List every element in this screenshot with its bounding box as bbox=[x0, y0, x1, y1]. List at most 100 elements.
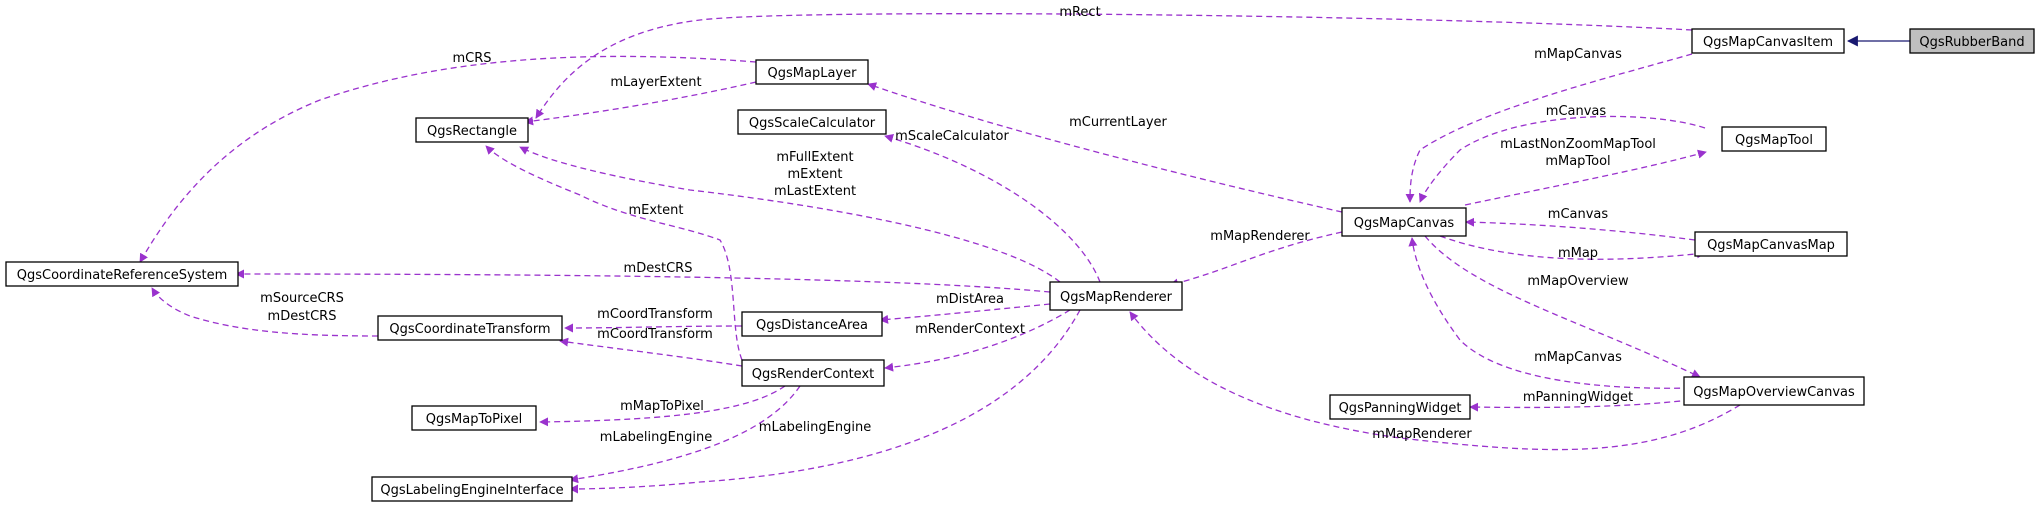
edge-label-extent-2: mExtent bbox=[787, 167, 842, 182]
edge-mmapcanvas-item bbox=[1405, 53, 1693, 203]
edge-mmapcanvas-ov bbox=[1408, 237, 1691, 389]
node-box bbox=[1329, 394, 1471, 420]
node-box bbox=[1694, 231, 1848, 257]
edge-label-mmapcanvas-ov: mMapCanvas bbox=[1534, 350, 1622, 365]
edge-label-mcoordtransform-rc: mCoordTransform bbox=[597, 327, 713, 342]
node-box bbox=[1909, 28, 2035, 54]
edge-mlayerextent bbox=[524, 81, 757, 126]
node-qgsmapcanvasmap[interactable]: QgsMapCanvasMap bbox=[1694, 231, 1848, 257]
node-box bbox=[741, 311, 883, 337]
node-qgsmaptopixel[interactable]: QgsMapToPixel bbox=[411, 405, 537, 431]
edge-label-mlabelingengine-rc: mLabelingEngine bbox=[600, 430, 712, 445]
edge-label-mrendercontext: mRenderContext bbox=[915, 322, 1025, 337]
edge-mdistarea bbox=[879, 303, 1051, 324]
node-qgsdistancearea[interactable]: QgsDistanceArea bbox=[741, 311, 883, 337]
edge-label-mdestcrs: mDestCRS bbox=[624, 261, 693, 276]
node-box bbox=[415, 117, 529, 143]
edge-mcanvas-tool bbox=[1418, 115, 1706, 203]
edge-mmaptopixel bbox=[539, 385, 786, 427]
node-box bbox=[755, 59, 869, 85]
node-label: QgsCoordinateTransform bbox=[389, 322, 550, 337]
node-qgsmaplayer[interactable]: QgsMapLayer bbox=[755, 59, 869, 85]
node-box bbox=[411, 405, 537, 431]
node-label: QgsMapCanvasMap bbox=[1707, 238, 1835, 253]
edge-label-mcrs: mCRS bbox=[452, 51, 491, 66]
node-label: QgsMapCanvas bbox=[1354, 216, 1455, 231]
edge-label-extent-3: mLastExtent bbox=[774, 184, 856, 199]
node-qgsmapoverviewcanvas[interactable]: QgsMapOverviewCanvas bbox=[1683, 376, 1865, 406]
edge-mcoordtransform-da bbox=[564, 323, 743, 333]
node-label: QgsCoordinateReferenceSystem bbox=[17, 268, 227, 283]
node-label: QgsMapRenderer bbox=[1060, 290, 1173, 305]
node-qgsrectangle[interactable]: QgsRectangle bbox=[415, 117, 529, 143]
edge-mextent-rc bbox=[485, 145, 743, 361]
edge-label-mrect: mRect bbox=[1059, 5, 1100, 20]
node-qgsrendercontext[interactable]: QgsRenderContext bbox=[741, 359, 885, 387]
node-box bbox=[1683, 376, 1865, 406]
edge-label-mcanvas-map: mCanvas bbox=[1548, 207, 1609, 222]
edge-label-mmaprenderer-canvas: mMapRenderer bbox=[1210, 229, 1310, 244]
edge-mcrs bbox=[139, 55, 757, 263]
node-qgsmapcanvas[interactable]: QgsMapCanvas bbox=[1341, 207, 1467, 237]
edges bbox=[139, 13, 1910, 494]
node-qgsmaprenderer[interactable]: QgsMapRenderer bbox=[1049, 281, 1183, 311]
edge-label-mmap: mMap bbox=[1558, 246, 1598, 261]
node-label: QgsScaleCalculator bbox=[749, 116, 876, 131]
edge-extents bbox=[519, 146, 1061, 283]
node-box bbox=[737, 109, 887, 135]
edge-label-mlayerextent: mLayerExtent bbox=[610, 75, 701, 90]
node-box bbox=[1049, 281, 1183, 311]
node-qgsscalecalculator[interactable]: QgsScaleCalculator bbox=[737, 109, 887, 135]
node-qgsrubberband[interactable]: QgsRubberBand bbox=[1909, 28, 2035, 54]
node-label: QgsMapLayer bbox=[768, 66, 858, 81]
edge-label-mdistarea: mDistArea bbox=[936, 292, 1004, 307]
edge-mscalecalc bbox=[884, 133, 1101, 283]
edge-label-mlabelingengine-r: mLabelingEngine bbox=[759, 420, 871, 435]
edge-mpanningwidget bbox=[1469, 399, 1691, 412]
edge-msourcedest bbox=[151, 287, 379, 337]
node-box bbox=[1691, 28, 1845, 54]
edge-label-mmaptool: mMapTool bbox=[1545, 154, 1610, 169]
node-qgspanningwidget[interactable]: QgsPanningWidget bbox=[1329, 394, 1471, 420]
edge-mmaptool bbox=[1464, 149, 1707, 206]
node-qgsmaptool[interactable]: QgsMapTool bbox=[1721, 126, 1827, 152]
node-label: QgsPanningWidget bbox=[1339, 401, 1462, 416]
node-box bbox=[741, 359, 885, 387]
edge-label-mdestcrs-2: mDestCRS bbox=[268, 309, 337, 324]
edge-label-mscalecalc: mScaleCalculator bbox=[895, 129, 1009, 144]
node-label: QgsLabelingEngineInterface bbox=[380, 483, 563, 498]
edge-label-mpanningwidget: mPanningWidget bbox=[1523, 390, 1633, 405]
node-box bbox=[1341, 207, 1467, 237]
node-label: QgsMapTool bbox=[1735, 133, 1813, 148]
node-label: QgsRectangle bbox=[427, 124, 517, 139]
node-qgscoordinatetransform[interactable]: QgsCoordinateTransform bbox=[377, 315, 563, 341]
node-qgsmapcanvasitem[interactable]: QgsMapCanvasItem bbox=[1691, 28, 1845, 54]
node-label: QgsMapToPixel bbox=[426, 412, 522, 427]
nodes: QgsRubberBand QgsMapCanvasItem QgsMapLay… bbox=[5, 28, 2035, 502]
edge-mmaprenderer-ov bbox=[1129, 311, 1741, 451]
edge-label-extent-1: mFullExtent bbox=[776, 150, 853, 165]
edge-labels: mRect mCRS mLayerExtent mMapCanvas mCanv… bbox=[260, 5, 1656, 445]
edge-mdestcrs bbox=[235, 269, 1051, 293]
edge-label-mextent-rc: mExtent bbox=[628, 203, 683, 218]
edge-label-mcanvas-tool: mCanvas bbox=[1546, 104, 1607, 119]
node-qgslabelingengineinterface[interactable]: QgsLabelingEngineInterface bbox=[371, 476, 573, 502]
edge-label-mmapoverview: mMapOverview bbox=[1527, 274, 1629, 289]
node-qgscoordinatereferencesystem[interactable]: QgsCoordinateReferenceSystem bbox=[5, 261, 239, 287]
node-label: QgsDistanceArea bbox=[756, 318, 868, 333]
edge-mlabelingengine-r bbox=[569, 309, 1081, 494]
edge-label-mcurrentlayer: mCurrentLayer bbox=[1069, 115, 1167, 130]
edge-mcanvas-map bbox=[1465, 217, 1696, 241]
edge-mcurrentlayer bbox=[867, 82, 1343, 213]
node-box bbox=[377, 315, 563, 341]
edge-label-msourcecrs: mSourceCRS bbox=[260, 291, 344, 306]
node-box bbox=[5, 261, 239, 287]
edge-label-mcoordtransform-da: mCoordTransform bbox=[597, 307, 713, 322]
node-box bbox=[1721, 126, 1827, 152]
edge-mcoordtransform-rc bbox=[559, 337, 743, 367]
node-label: QgsRenderContext bbox=[752, 367, 874, 382]
edge-label-mlastnonzoom: mLastNonZoomMapTool bbox=[1500, 137, 1656, 152]
edge-mrect bbox=[535, 13, 1693, 119]
edge-mmapoverview bbox=[1424, 235, 1701, 378]
